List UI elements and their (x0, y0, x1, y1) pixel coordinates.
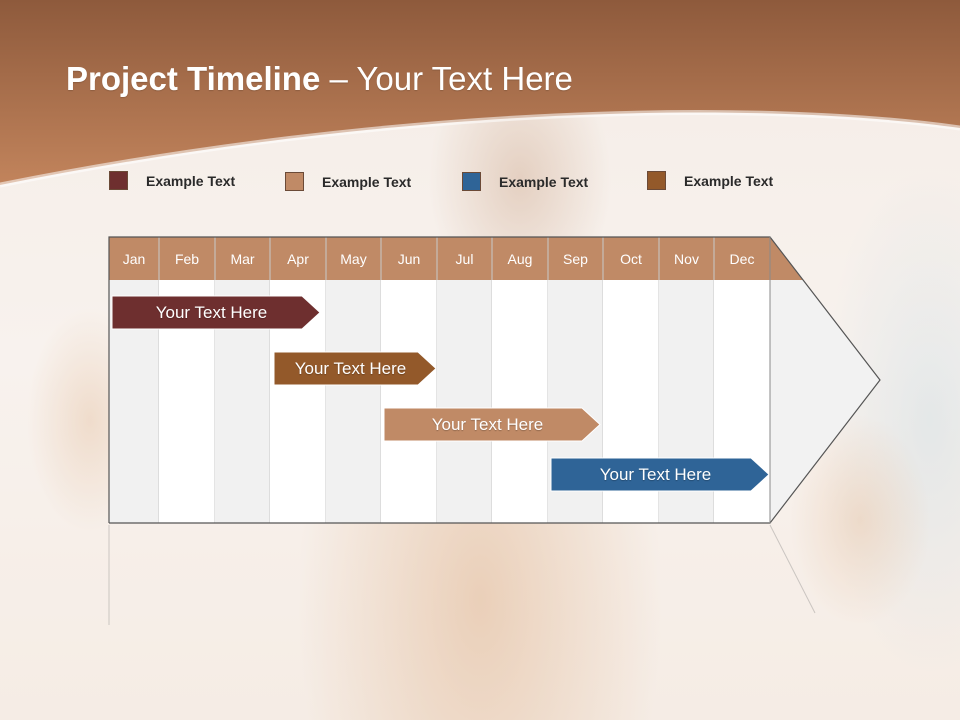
header-wave-edge (0, 110, 960, 188)
month-label-apr: Apr (287, 250, 309, 267)
month-label-jul: Jul (455, 250, 474, 267)
legend-label: Example Text (322, 173, 412, 190)
legend-item-4: Example Text (647, 171, 773, 190)
task-arrow-2 (273, 351, 437, 386)
task-label-2: Your Text Here (294, 358, 407, 378)
month-column (492, 280, 548, 523)
legend-swatch (109, 171, 128, 190)
legend-label: Example Text (146, 172, 236, 189)
month-label-may: May (340, 250, 367, 267)
month-label-mar: Mar (230, 250, 255, 267)
month-label-jun: Jun (397, 250, 421, 267)
month-column (381, 280, 437, 523)
month-label-jan: Jan (122, 250, 146, 267)
month-label-nov: Nov (674, 250, 699, 267)
month-column (437, 280, 492, 523)
header-wave (0, 0, 960, 185)
month-label-dec: Dec (729, 250, 755, 267)
task-label-1: Your Text Here (155, 302, 268, 322)
legend-item-3: Example Text (462, 172, 588, 191)
header-band (0, 0, 960, 188)
task-arrow-4 (550, 457, 770, 492)
page-title: Project Timeline – Your Text Here (66, 60, 573, 98)
legend-label: Example Text (684, 172, 774, 189)
arrow-outline (108, 236, 881, 524)
month-label-oct: Oct (620, 250, 642, 267)
task-label-4: Your Text Here (599, 464, 712, 484)
legend-swatch (285, 172, 304, 191)
legend-swatch (647, 171, 666, 190)
task-arrows (111, 295, 770, 492)
month-label-feb: Feb (174, 250, 200, 267)
task-arrow-3 (383, 407, 601, 442)
task-arrow-1 (111, 295, 321, 330)
legend-item-1: Example Text (109, 171, 235, 190)
page-title-rest: – Your Text Here (320, 60, 573, 97)
legend-swatch (462, 172, 481, 191)
task-label-3: Your Text Here (431, 414, 544, 434)
reflection-tip (769, 524, 816, 614)
month-label-aug: Aug (507, 250, 533, 267)
month-label-sep: Sep (563, 250, 588, 267)
month-column (326, 280, 381, 523)
page-title-bold: Project Timeline (66, 60, 321, 97)
month-header-strip (109, 237, 803, 280)
legend-item-2: Example Text (285, 172, 411, 191)
legend-label: Example Text (499, 173, 589, 190)
